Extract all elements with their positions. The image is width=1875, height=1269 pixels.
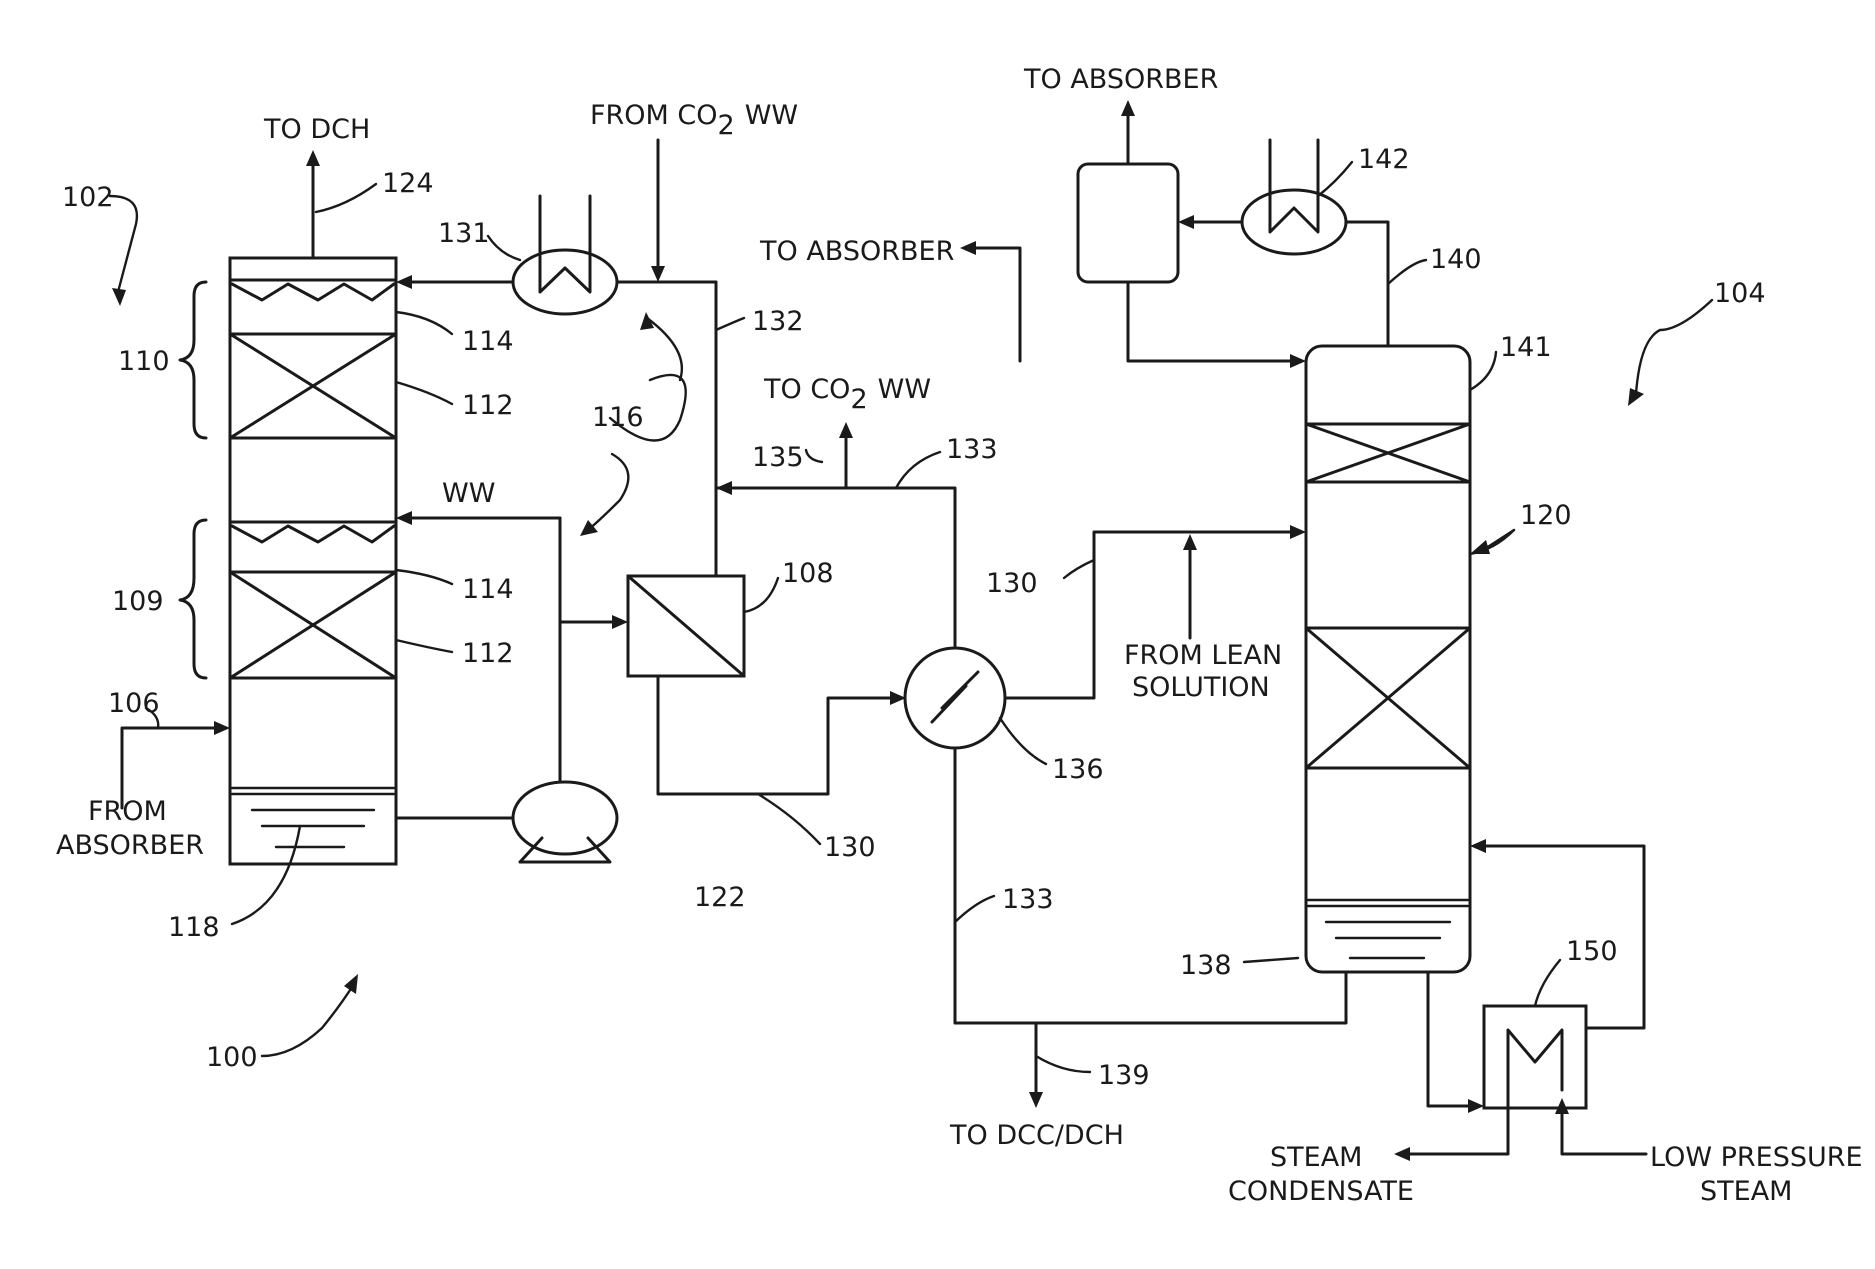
label-steam-condensate-2: CONDENSATE [1228, 1176, 1414, 1207]
label-steam-condensate-1: STEAM [1270, 1142, 1362, 1173]
ref-122: 122 [694, 882, 746, 913]
ref-132: 132 [752, 306, 804, 337]
heat-exchanger-136 [905, 648, 1005, 748]
label-from-absorber-1: FROM [88, 796, 167, 827]
ref-136: 136 [1052, 754, 1104, 785]
ref-114-upper: 114 [462, 326, 514, 357]
label-from-lean-1: FROM LEAN [1124, 640, 1282, 671]
label-low-pressure-2: STEAM [1700, 1176, 1792, 1207]
cooler-131 [513, 196, 617, 314]
label-to-absorber-top: TO ABSORBER [1023, 64, 1218, 95]
label-ww: WW [442, 478, 495, 509]
wash-column [230, 258, 396, 864]
bracket-110 [180, 282, 206, 438]
label-to-co2-ww: TO CO2WW [763, 374, 931, 415]
ref-120: 120 [1520, 500, 1572, 531]
ref-108: 108 [782, 558, 834, 589]
ref-133-lower: 133 [1002, 884, 1054, 915]
ref-140: 140 [1430, 244, 1482, 275]
reboiler-150 [1484, 1006, 1586, 1108]
ref-133-upper: 133 [946, 434, 998, 465]
ref-150: 150 [1566, 936, 1618, 967]
label-from-co2-ww: FROM CO2WW [590, 100, 798, 141]
ref-100: 100 [206, 1042, 258, 1073]
ref-106: 106 [108, 688, 160, 719]
condenser-142 [1242, 140, 1346, 254]
ref-112-lower: 112 [462, 638, 514, 669]
stripper-column [1306, 346, 1470, 972]
ref-142: 142 [1358, 144, 1410, 175]
ref-141: 141 [1500, 332, 1552, 363]
ref-114-lower: 114 [462, 574, 514, 605]
ref-139: 139 [1098, 1060, 1150, 1091]
ref-130-upper: 130 [986, 568, 1038, 599]
lean-rich-exchanger-108 [628, 576, 744, 676]
ref-110: 110 [118, 346, 170, 377]
ref-116: 116 [592, 402, 644, 433]
ref-138: 138 [1180, 950, 1232, 981]
label-from-lean-2: SOLUTION [1132, 672, 1270, 703]
label-to-dch: TO DCH [263, 114, 370, 145]
ref-131: 131 [438, 218, 490, 249]
label-to-dcc-dch: TO DCC/DCH [949, 1120, 1124, 1151]
ref-118: 118 [168, 912, 220, 943]
label-low-pressure-1: LOW PRESSURE [1650, 1142, 1863, 1173]
pump-122 [513, 782, 617, 862]
ref-109: 109 [112, 586, 164, 617]
ref-135: 135 [752, 442, 804, 473]
ref-112-upper: 112 [462, 390, 514, 421]
label-to-absorber-left: TO ABSORBER [759, 236, 954, 267]
ref-104: 104 [1714, 278, 1766, 309]
reflux-drum [1078, 164, 1178, 282]
label-from-absorber-2: ABSORBER [56, 830, 204, 861]
ref-130-lower: 130 [824, 832, 876, 863]
ref-102: 102 [62, 182, 114, 213]
ref-124: 124 [382, 168, 434, 199]
bracket-109 [180, 520, 206, 678]
